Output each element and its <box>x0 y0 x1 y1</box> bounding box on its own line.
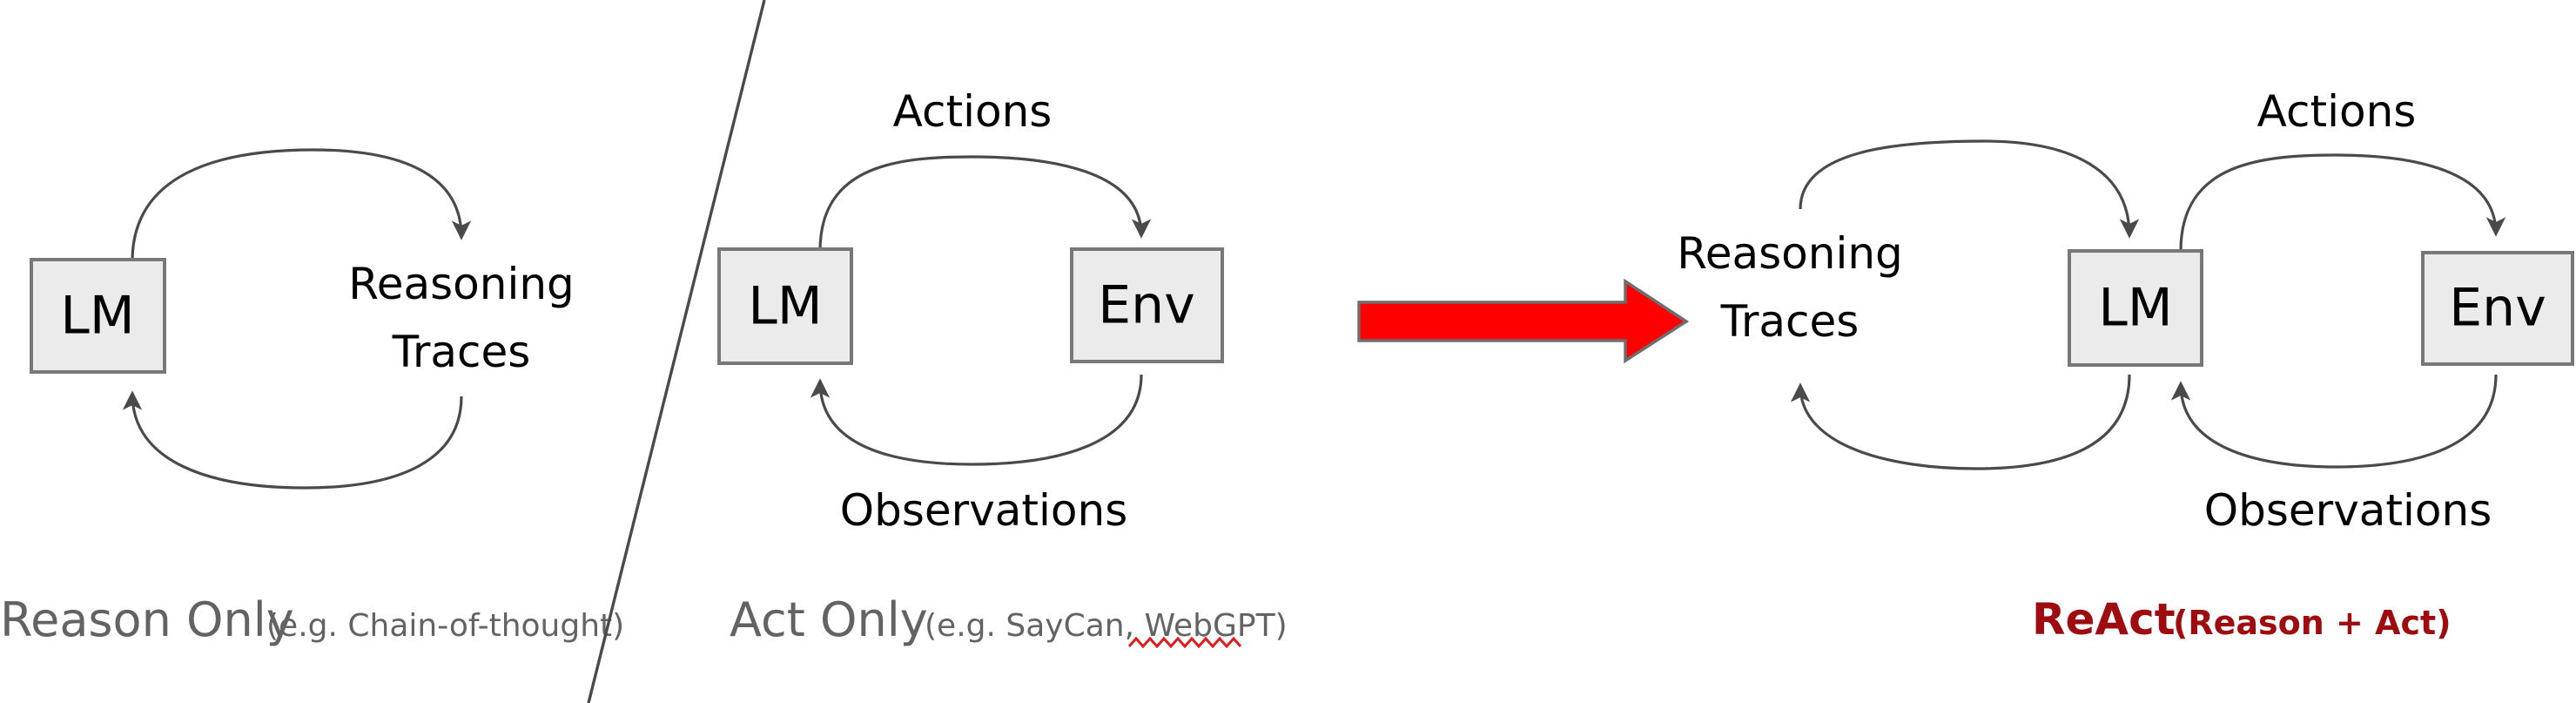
node-box-env-act-only <box>1070 247 1224 363</box>
react-reasoning-back-arc <box>1790 374 2131 470</box>
edge-label-actions-react: Actions <box>2257 86 2417 137</box>
react-actions-arc <box>2179 153 2506 252</box>
caption-reason-only-sub: (e.g. Chain-of-thought) <box>266 608 624 644</box>
react-reasoning-line2: Traces <box>1720 296 1860 347</box>
panel-reason-only: LM Reasoning Traces Reason Only (e.g. Ch… <box>0 148 624 647</box>
caption-react-main: ReAct <box>2032 594 2176 645</box>
react-reasoning-line1: Reasoning <box>1677 228 1903 279</box>
node-label-lm: LM <box>60 286 134 347</box>
edge-label-actions-act-only: Actions <box>893 86 1053 137</box>
caption-react-sub: (Reason + Act) <box>2173 604 2452 642</box>
reasoning-out-arc <box>131 148 472 262</box>
right-arrow-icon <box>1357 278 1690 364</box>
node-box-lm <box>30 258 166 374</box>
panel-act-only: Actions LM Env Observations Act Only (e.… <box>717 86 1288 649</box>
spellcheck-squiggle-webgpt <box>1127 636 1242 649</box>
panel-divider <box>587 0 766 703</box>
caption-act-only-sub: (e.g. SayCan, WebGPT) <box>925 608 1288 644</box>
node-label-env-react: Env <box>2449 278 2546 339</box>
caption-act-only-main: Act Only <box>730 592 928 647</box>
reasoning-traces-line1: Reasoning <box>348 259 575 309</box>
react-reasoning-out-arc <box>1799 139 2140 239</box>
node-label-env-act-only: Env <box>1098 275 1194 336</box>
node-box-lm-react <box>2068 249 2203 367</box>
edge-label-observations-react: Observations <box>2204 485 2492 536</box>
edge-label-observations-act-only: Observations <box>840 485 1128 536</box>
react-observations-arc <box>2170 374 2498 469</box>
reasoning-back-arc <box>122 390 463 490</box>
node-label-lm-act-only: LM <box>748 276 822 337</box>
node-box-lm-act-only <box>717 247 853 365</box>
caption-reason-only-main: Reason Only <box>0 592 294 647</box>
panel-react: Reasoning Traces Actions LM Env Observat… <box>1677 86 2574 645</box>
actions-arc-act-only <box>818 155 1152 252</box>
observations-arc-act-only <box>810 374 1143 466</box>
node-box-env-react <box>2421 251 2574 366</box>
node-label-lm-react: LM <box>2098 278 2172 339</box>
reasoning-traces-line2: Traces <box>392 327 531 377</box>
